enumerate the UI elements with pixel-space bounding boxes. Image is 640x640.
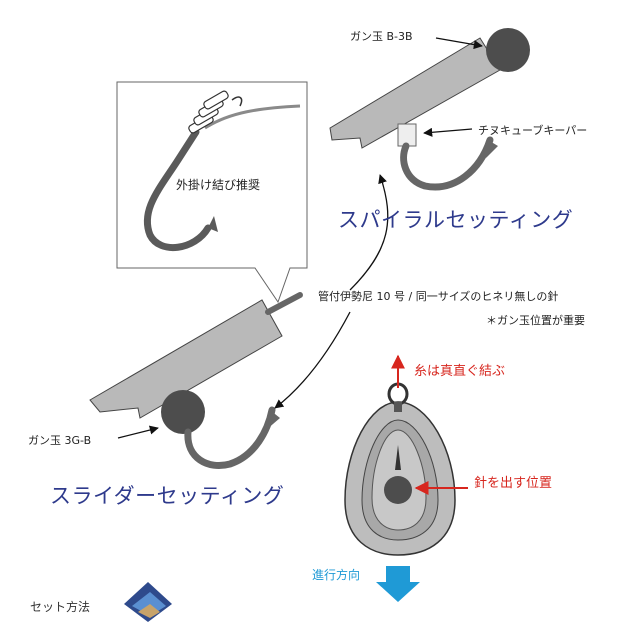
front-float xyxy=(344,382,456,556)
spiral-float xyxy=(329,37,501,149)
sinker-top-label: ガン玉 B-3B xyxy=(350,30,413,43)
hook-position-label: 針を出す位置 xyxy=(474,476,553,491)
direction-label: 進行方向 xyxy=(312,568,361,582)
arrow-spiral xyxy=(349,174,389,291)
direction-arrow xyxy=(376,566,420,602)
thread-straight-label: 糸は真直ぐ結ぶ xyxy=(414,364,506,379)
note-label: ＊ガン玉位置が重要 xyxy=(486,314,585,327)
knot-hook-icon xyxy=(143,90,301,252)
footer-label: セット方法 xyxy=(30,600,91,614)
sinker-top xyxy=(486,28,530,72)
keeper-label: チヌキューブキーパー xyxy=(478,124,588,137)
arrow-keeper xyxy=(423,127,473,137)
spiral-hook xyxy=(400,136,498,191)
sinker-bottom-label: ガン玉 3G-B xyxy=(28,434,92,447)
hook-spec-label: 管付伊勢尼 10 号 / 同一サイズのヒネリ無しの針 xyxy=(318,290,559,303)
mountain-logo-icon xyxy=(124,582,172,622)
arrow-sinker-bottom xyxy=(117,425,159,439)
sinker-bottom xyxy=(161,390,205,434)
slider-title: スライダーセッティング xyxy=(50,484,285,508)
arrow-slider xyxy=(274,311,351,409)
knot-label: 外掛け結び推奨 xyxy=(176,178,261,192)
slider-hook xyxy=(184,406,280,469)
arrow-sinker-top xyxy=(435,37,483,50)
spiral-title: スパイラルセッティング xyxy=(338,208,574,232)
slider-float xyxy=(89,292,303,419)
